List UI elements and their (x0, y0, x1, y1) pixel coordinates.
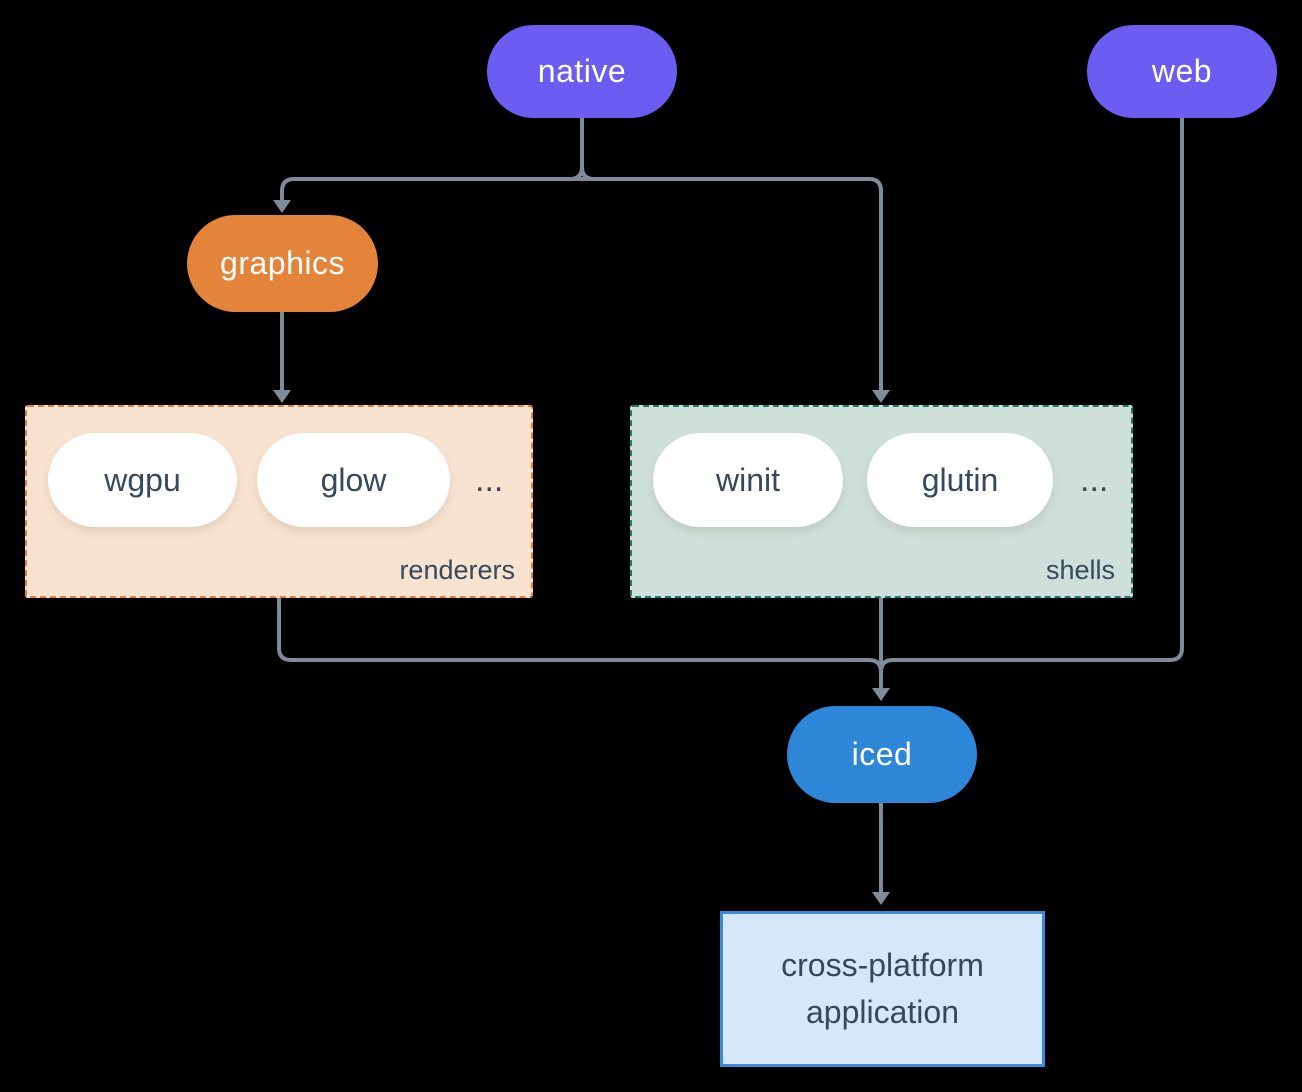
node-cross-platform-application: cross-platform application (720, 911, 1045, 1067)
node-web-label: web (1151, 53, 1213, 89)
edge-native-branches (280, 177, 883, 390)
renderers-ellipsis: ... (475, 460, 504, 499)
node-winit-label: winit (715, 461, 780, 498)
node-graphics: graphics (187, 215, 378, 312)
group-renderers: wgpu glow ... renderers (25, 405, 533, 598)
node-winit: winit (653, 433, 843, 527)
node-wgpu-label: wgpu (104, 461, 181, 498)
node-native: native (487, 25, 677, 118)
node-glow: glow (257, 433, 450, 527)
node-wgpu: wgpu (48, 433, 237, 527)
node-iced-label: iced (851, 736, 913, 772)
arrowhead-renderers (273, 390, 291, 403)
arrowhead-application (872, 892, 890, 905)
shells-ellipsis: ... (1080, 460, 1109, 499)
node-glutin: glutin (867, 433, 1053, 527)
node-glow-label: glow (320, 461, 387, 498)
shells-group-label: shells (1045, 555, 1115, 585)
node-native-label: native (537, 53, 627, 89)
group-shells: winit glutin ... shells (630, 405, 1133, 598)
arrowhead-shells (872, 390, 890, 403)
edge-renderers-bus (277, 598, 883, 673)
arrowhead-iced (872, 688, 890, 701)
node-web: web (1087, 25, 1277, 118)
node-glutin-label: glutin (921, 461, 999, 498)
node-graphics-label: graphics (220, 245, 345, 281)
node-cross-platform-application-label: cross-platform application (781, 947, 984, 1030)
arrowhead-graphics (273, 200, 291, 213)
node-iced: iced (787, 706, 977, 803)
renderers-group-label: renderers (399, 555, 515, 585)
